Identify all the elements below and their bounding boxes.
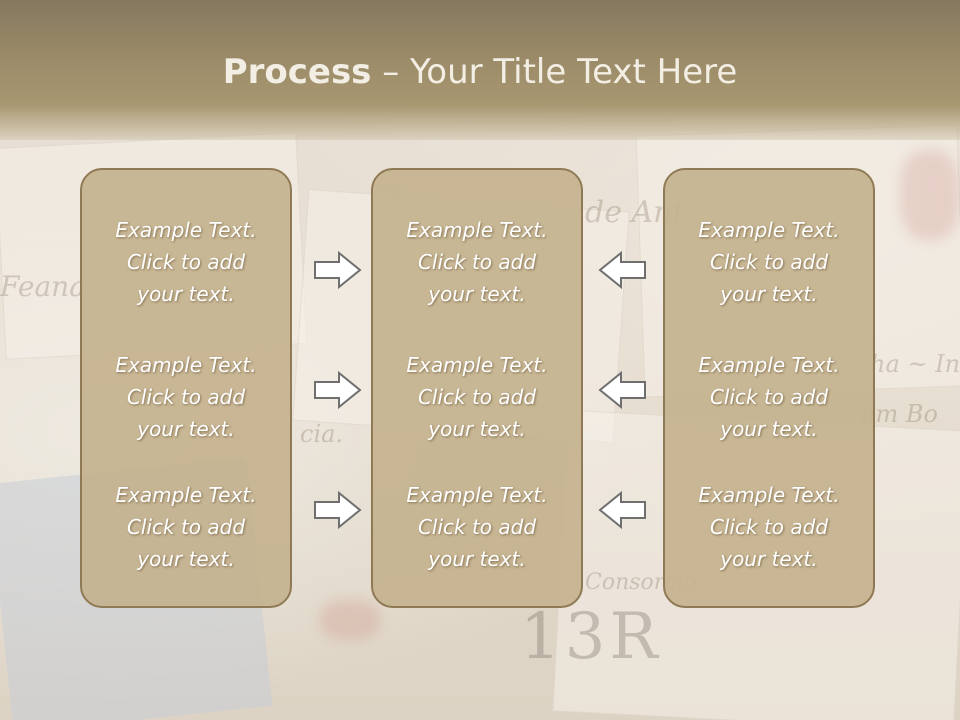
text-line: Click to add (126, 250, 246, 274)
panel-text-block[interactable]: Example Text. Click to add your text. (373, 479, 581, 575)
text-line: your text. (720, 282, 818, 306)
slide-title[interactable]: Process – Your Title Text Here (0, 52, 960, 92)
panel-text-block[interactable]: Example Text. Click to add your text. (82, 349, 290, 445)
panel-text-block[interactable]: Example Text. Click to add your text. (373, 214, 581, 310)
left-arrow-outline-icon[interactable] (597, 490, 647, 530)
left-arrow-outline-icon[interactable] (597, 250, 647, 290)
text-line: your text. (137, 282, 235, 306)
text-line: Example Text. (698, 353, 840, 377)
right-arrow-outline-icon[interactable] (313, 370, 363, 410)
text-line: your text. (428, 282, 526, 306)
panel-text-block[interactable]: Example Text. Click to add your text. (373, 349, 581, 445)
right-arrow-outline-icon[interactable] (313, 490, 363, 530)
text-line: Example Text. (698, 483, 840, 507)
text-line: Click to add (417, 515, 537, 539)
text-line: Click to add (417, 385, 537, 409)
text-line: your text. (720, 547, 818, 571)
text-line: your text. (137, 417, 235, 441)
title-bold: Process (222, 52, 372, 92)
text-line: Click to add (709, 515, 829, 539)
title-band (0, 0, 960, 140)
panel-text-block[interactable]: Example Text. Click to add your text. (665, 214, 873, 310)
process-panel-center[interactable]: Example Text. Click to add your text. Ex… (371, 168, 583, 608)
left-arrow-outline-icon[interactable] (597, 370, 647, 410)
text-line: your text. (137, 547, 235, 571)
text-line: Example Text. (698, 218, 840, 242)
text-line: Click to add (709, 385, 829, 409)
panel-text-block[interactable]: Example Text. Click to add your text. (665, 479, 873, 575)
text-line: Example Text. (115, 353, 257, 377)
right-arrow-outline-icon[interactable] (313, 250, 363, 290)
process-panel-left[interactable]: Example Text. Click to add your text. Ex… (80, 168, 292, 608)
text-line: Example Text. (115, 218, 257, 242)
text-line: your text. (428, 547, 526, 571)
text-line: Click to add (126, 385, 246, 409)
text-line: Example Text. (115, 483, 257, 507)
text-line: Example Text. (406, 353, 548, 377)
text-line: your text. (428, 417, 526, 441)
panel-text-block[interactable]: Example Text. Click to add your text. (665, 349, 873, 445)
text-line: Example Text. (406, 218, 548, 242)
text-line: your text. (720, 417, 818, 441)
text-line: Example Text. (406, 483, 548, 507)
text-line: Click to add (417, 250, 537, 274)
text-line: Click to add (709, 250, 829, 274)
title-rest: – Your Title Text Here (371, 52, 738, 92)
text-line: Click to add (126, 515, 246, 539)
panel-text-block[interactable]: Example Text. Click to add your text. (82, 479, 290, 575)
process-panel-right[interactable]: Example Text. Click to add your text. Ex… (663, 168, 875, 608)
panel-text-block[interactable]: Example Text. Click to add your text. (82, 214, 290, 310)
